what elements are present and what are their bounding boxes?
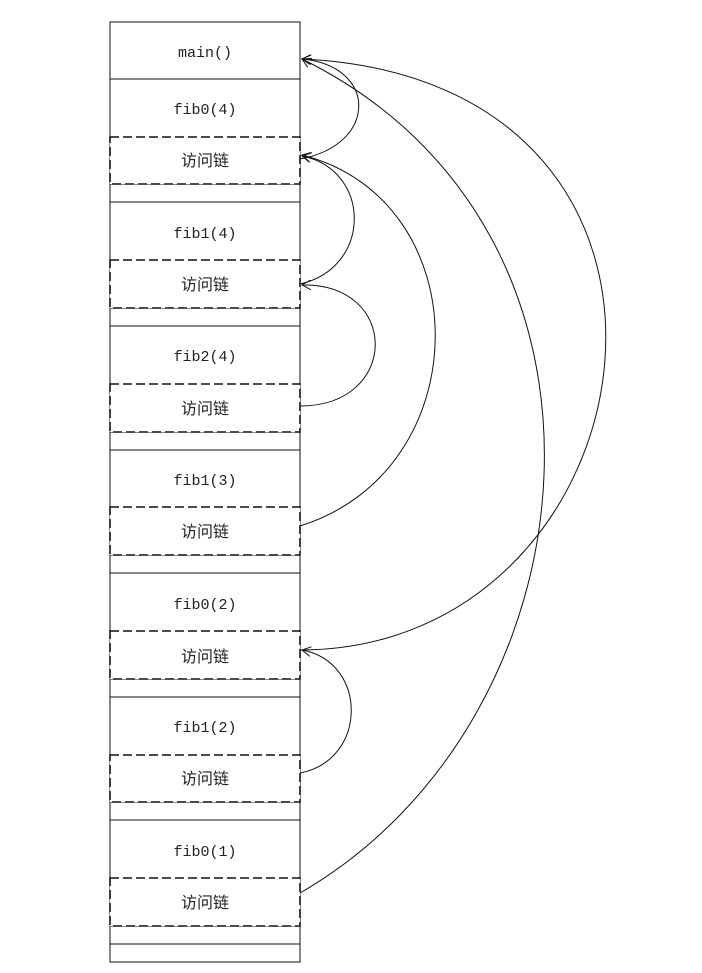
frame-fib1-4-label: fib1(4) — [173, 226, 236, 243]
frame-fib1-3: fib1(3) 访问链 — [109, 449, 301, 574]
access-link-label: 访问链 — [181, 893, 229, 912]
access-link-label: 访问链 — [181, 275, 229, 294]
frame-fib0-2-label: fib0(2) — [173, 597, 236, 614]
access-link-label: 访问链 — [181, 522, 229, 541]
frame-fib0-4-label: fib0(4) — [173, 102, 236, 119]
access-link-slot-fib1-2 — [109, 754, 301, 803]
access-link-label: 访问链 — [181, 769, 229, 788]
access-link-slot-fib0-2 — [109, 630, 301, 680]
access-link-arrow-fib1-2-to-fib0-2 — [299, 650, 352, 774]
frame-fib1-4: fib1(4) 访问链 — [109, 201, 301, 327]
frame-fib0-2: fib0(2) 访问链 — [109, 572, 301, 698]
access-link-label: 访问链 — [181, 647, 229, 666]
frame-fib1-2-label: fib1(2) — [173, 720, 236, 737]
access-link-slot-fib0-1 — [109, 877, 301, 927]
frame-fib0-1-label: fib0(1) — [173, 844, 236, 861]
access-link-arrow-fib1-3-to-fib0-4 — [299, 155, 436, 527]
access-link-slot-fib1-3 — [109, 506, 301, 556]
frame-main: main() — [109, 21, 301, 80]
access-link-arrow-fib2-4-to-fib1-4 — [299, 285, 376, 407]
frame-fib2-4: fib2(4) 访问链 — [109, 325, 301, 451]
access-link-arrow-fib0-4-to-main — [299, 59, 360, 160]
access-link-slot-fib0-4 — [109, 136, 301, 185]
access-link-arrow-fib0-2-to-main — [299, 59, 607, 651]
frame-fib1-3-label: fib1(3) — [173, 473, 236, 490]
access-link-slot-fib2-4 — [109, 383, 301, 433]
stack-bottom-slot — [109, 943, 301, 963]
frame-fib0-1: fib0(1) 访问链 — [109, 819, 301, 945]
frame-fib1-2: fib1(2) 访问链 — [109, 696, 301, 821]
frame-main-label: main() — [178, 45, 232, 62]
frame-main-box — [109, 21, 301, 80]
access-link-slot-fib1-4 — [109, 259, 301, 309]
access-link-arrow-fib1-4-to-fib0-4 — [299, 156, 355, 285]
access-link-label: 访问链 — [181, 151, 229, 170]
frame-fib2-4-label: fib2(4) — [173, 349, 236, 366]
frame-fib0-4: fib0(4) 访问链 — [109, 78, 301, 203]
access-link-label: 访问链 — [181, 399, 229, 418]
access-link-arrow-fib0-1-to-main — [299, 59, 545, 894]
